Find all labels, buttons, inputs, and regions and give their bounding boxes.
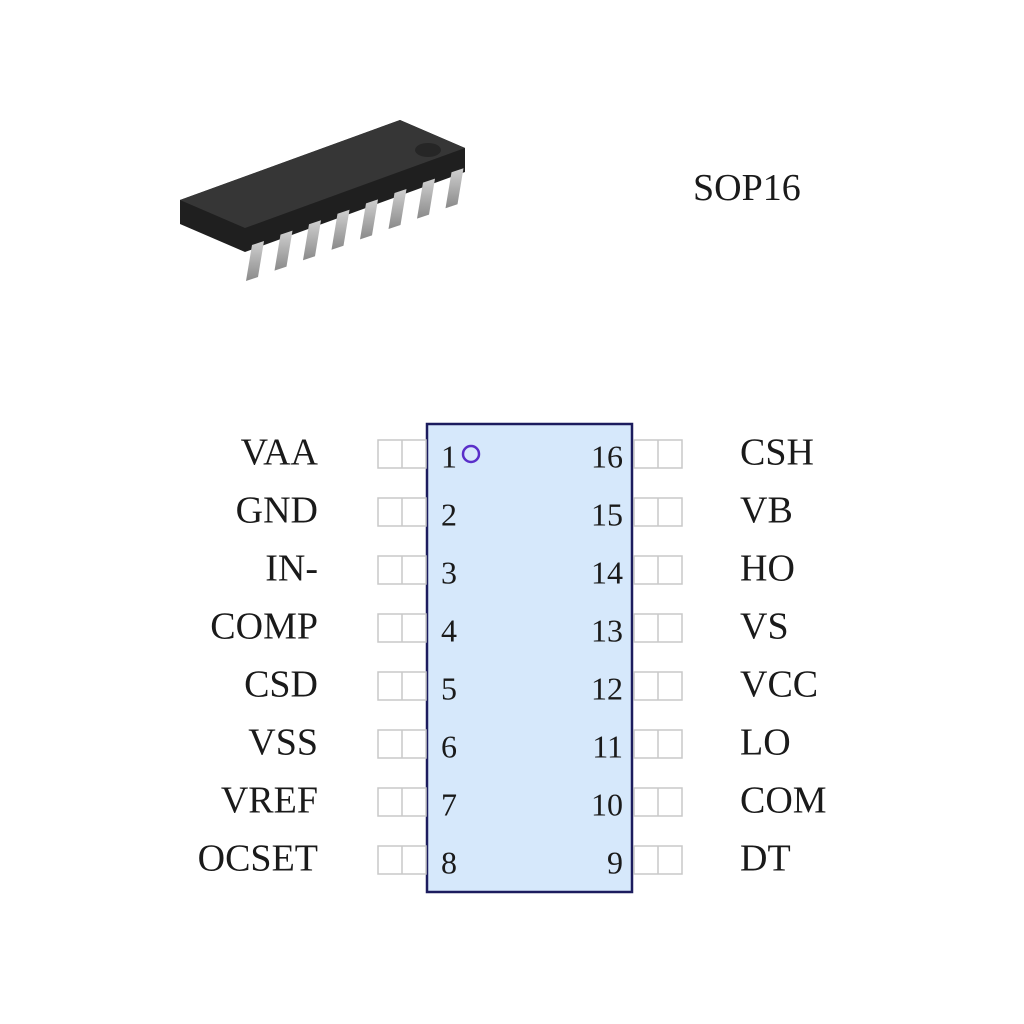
left-pin-number: 7 — [441, 786, 457, 822]
chip-lead — [388, 189, 407, 229]
package-label: SOP16 — [693, 167, 801, 209]
right-pin-stub — [633, 671, 683, 701]
right-pin-stub — [633, 729, 683, 759]
left-pin-stub — [377, 671, 427, 701]
right-pin-name: VS — [740, 606, 789, 648]
left-pin-name: CSD — [244, 664, 318, 706]
left-pin-name: GND — [236, 490, 318, 532]
right-pin-name: VB — [740, 490, 793, 532]
left-pin-number: 5 — [441, 670, 457, 706]
chip-lead — [445, 168, 464, 209]
left-pin-number: 1 — [441, 438, 457, 474]
right-pin-stub — [633, 845, 683, 875]
right-pin-stub — [633, 439, 683, 469]
left-pin-stub — [377, 613, 427, 643]
right-pin-number: 13 — [591, 612, 623, 648]
right-pin-number: 14 — [591, 554, 623, 590]
left-pin-number: 2 — [441, 496, 457, 532]
chip-lead — [331, 209, 350, 250]
left-pin-stub — [377, 845, 427, 875]
left-pin-name: VREF — [221, 780, 318, 822]
chip-lead — [246, 241, 264, 281]
right-pin-name: DT — [740, 838, 791, 880]
chip-dimple-icon — [415, 143, 441, 157]
right-pin-stub — [633, 555, 683, 585]
right-pin-number: 11 — [592, 728, 623, 764]
chip-lead — [303, 220, 321, 261]
chip-lead — [360, 199, 378, 240]
left-pin-number: 3 — [441, 554, 457, 590]
left-pin-stub — [377, 729, 427, 759]
left-pin-name: IN- — [265, 548, 318, 590]
sop16-chip-icon — [180, 120, 465, 281]
left-pin-number: 8 — [441, 844, 457, 880]
right-pin-number: 10 — [591, 786, 623, 822]
chip-front-leads — [246, 168, 464, 281]
chip-lead — [274, 230, 293, 271]
right-pin-name: COM — [740, 780, 827, 822]
right-pin-number: 12 — [591, 670, 623, 706]
left-pin-stub — [377, 439, 427, 469]
left-pin-name: COMP — [210, 606, 318, 648]
right-pin-stub — [633, 497, 683, 527]
left-pin-number: 6 — [441, 728, 457, 764]
left-pin-stub — [377, 787, 427, 817]
right-pin-name: LO — [740, 722, 791, 764]
right-pin-stub — [633, 613, 683, 643]
right-pin-number: 9 — [607, 844, 623, 880]
right-pin-number: 15 — [591, 496, 623, 532]
left-pin-number: 4 — [441, 612, 457, 648]
left-pin-name: VSS — [248, 722, 318, 764]
ic-body — [425, 422, 634, 894]
chip-lead — [417, 178, 435, 219]
left-pin-stub — [377, 497, 427, 527]
left-pin-name: OCSET — [198, 838, 318, 880]
chip-body-top — [180, 120, 465, 228]
left-pin-stub — [377, 555, 427, 585]
right-pin-name: HO — [740, 548, 795, 590]
right-pin-number: 16 — [591, 438, 623, 474]
right-pin-name: CSH — [740, 432, 814, 474]
left-pin-name: VAA — [241, 432, 319, 474]
right-pin-stub — [633, 787, 683, 817]
right-pin-name: VCC — [740, 664, 818, 706]
pin1-dot-icon — [461, 444, 481, 464]
